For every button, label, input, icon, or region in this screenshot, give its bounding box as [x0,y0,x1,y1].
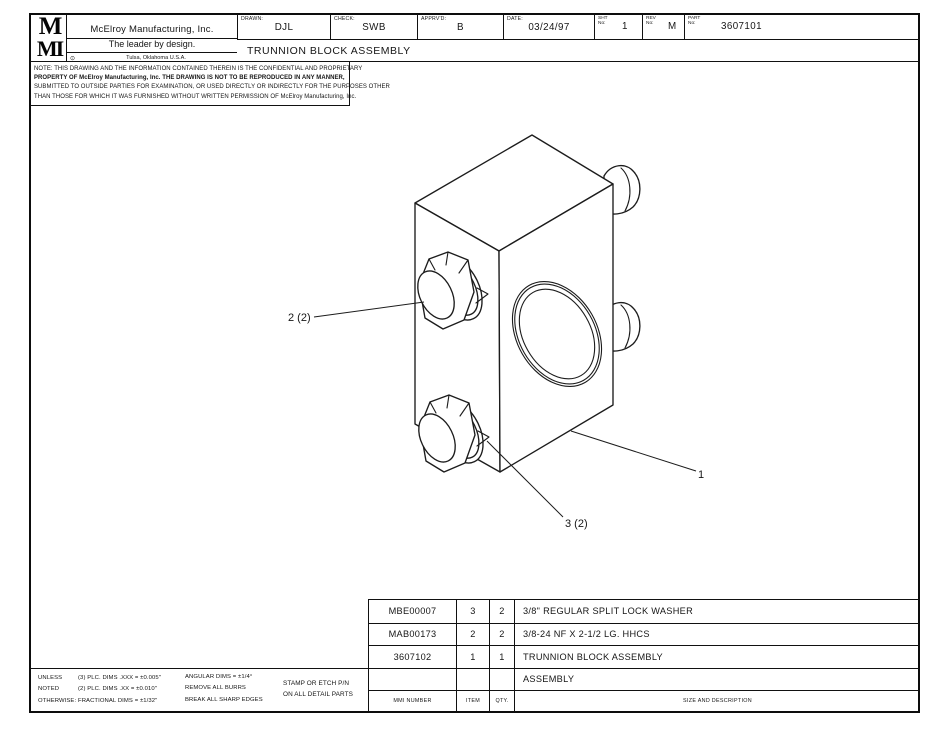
tol-line: REMOVE ALL BURRS [185,685,246,692]
field-date-value: 03/24/97 [528,22,570,33]
part-qty: 2 [489,600,514,623]
parts-list-table: MBE00007 3 2 3/8" REGULAR SPLIT LOCK WAS… [368,599,920,712]
field-drawn: DRAWN: DJL [237,14,330,39]
tol-line: OTHERWISE: [38,697,77,704]
tol-line: (2) PLC. DIMS .XX = ±0.010" [78,686,157,693]
tolerance-col-dims: (3) PLC. DIMS .XXX = ±0.005" (2) PLC. DI… [78,673,161,707]
callout-item2-label: 2 (2) [288,312,311,324]
company-tagline: The leader by design. [67,39,237,53]
field-sheet-no-label: SHT No: [598,16,608,27]
header-item: ITEM [456,689,489,712]
tol-line: (3) PLC. DIMS .XXX = ±0.005" [78,675,161,681]
company-name: McElroy Manufacturing, Inc. [67,24,237,39]
field-rev-no: REV No: M [642,14,684,39]
stamp-note-line: STAMP OR ETCH P/N [283,680,350,687]
bore-hole [511,280,603,388]
field-drawn-value: DJL [274,22,294,33]
stamp-note-line: ON ALL DETAIL PARTS [283,691,353,698]
part-description: 3/8-24 NF X 2-1/2 LG. HHCS [514,622,920,646]
header-qty: QTY. [489,689,514,712]
circle-dot-icon: ⊙ [70,55,76,62]
empty-cell [456,667,489,690]
tol-line: UNLESS [38,675,63,681]
field-rev-no-value: M [668,20,677,32]
empty-cell [489,667,514,690]
stamp-note: STAMP OR ETCH P/N ON ALL DETAIL PARTS [283,678,353,700]
callout-item3-label: 3 (2) [565,518,588,530]
note-line-2: PROPERTY OF McElroy Manufacturing, Inc. … [34,75,345,82]
field-check: CHECK: SWB [330,14,417,39]
part-mmi-number: 3607102 [369,645,456,668]
header-size-description: SIZE AND DESCRIPTION [514,689,920,712]
field-apprvd-label: APPRV'D: [421,15,447,22]
field-apprvd-value: B [457,22,464,33]
leader-line-item2 [313,301,425,318]
field-date: DATE: 03/24/97 [503,14,594,39]
proprietary-note: NOTE: THIS DRAWING AND THE INFORMATION C… [30,62,390,106]
part-qty: 1 [489,645,514,668]
leader-line-item1 [570,430,697,472]
drawing-title: TRUNNION BLOCK ASSEMBLY [237,40,920,62]
title-block-fields: DRAWN: DJL CHECK: SWB APPRV'D: B DATE: 0… [237,14,920,40]
company-info: McElroy Manufacturing, Inc. The leader b… [66,14,237,62]
company-location: Tulsa, Oklahoma U.S.A. [126,55,186,61]
field-part-no-value: 3607101 [721,20,762,32]
field-sheet-no-value: 1 [622,20,628,32]
title-block-logo-area: M MI McElroy Manufacturing, Inc. The lea… [30,14,237,62]
field-check-label: CHECK: [334,15,355,22]
tolerance-col-unless: UNLESS NOTED OTHERWISE: [38,673,76,707]
tolerance-col-angular: ANGULAR DIMS = ±1/4° REMOVE ALL BURRS BR… [185,672,263,706]
field-rev-no-label: REV No: [646,16,656,27]
tol-line: ANGULAR DIMS = ±1/4° [185,674,253,680]
part-mmi-number: MBE00007 [388,606,437,617]
part-description: TRUNNION BLOCK ASSEMBLY [514,645,920,668]
header-mmi-number: MMI NUMBER [369,689,456,712]
mmi-logo-bottom: MI [36,36,64,61]
mmi-logo: M MI [33,13,66,61]
field-date-label: DATE: [507,15,523,22]
note-line-4: THAN THOSE FOR WHICH IT WAS FURNISHED WI… [34,93,357,100]
field-drawn-label: DRAWN: [241,15,264,22]
part-item: 3 [456,600,489,623]
field-sheet-no: SHT No: 1 [594,14,642,39]
part-qty: 2 [489,622,514,646]
part-item: 1 [456,645,489,668]
empty-cell [369,667,456,690]
tol-line: BREAK ALL SHARP EDGES [185,696,263,703]
tol-line: NOTED [38,686,60,693]
field-check-value: SWB [362,22,386,33]
field-apprvd: APPRV'D: B [417,14,503,39]
part-item: 2 [456,622,489,646]
header-divider [30,60,237,62]
field-part-no: PART No: 3607101 [684,14,920,39]
field-part-no-label: PART No: [688,16,701,27]
part-description: 3/8" REGULAR SPLIT LOCK WASHER [514,600,920,623]
sheet-border [29,13,920,713]
assembly-label: ASSEMBLY [514,667,920,690]
leader-line-item3 [486,440,564,518]
tol-line: FRACTIONAL DIMS = ±1/32" [78,697,158,704]
note-line-1: NOTE: THIS DRAWING AND THE INFORMATION C… [34,66,363,72]
tolerance-notes: UNLESS NOTED OTHERWISE: (3) PLC. DIMS .X… [30,668,368,712]
company-location-row: ⊙ Tulsa, Oklahoma U.S.A. [67,54,237,62]
callout-item1-label: 1 [698,469,704,481]
mmi-logo-top: M [38,13,63,40]
part-mmi-number: MAB00173 [369,622,456,646]
note-line-3: SUBMITTED TO OUTSIDE PARTIES FOR EXAMINA… [34,84,390,91]
